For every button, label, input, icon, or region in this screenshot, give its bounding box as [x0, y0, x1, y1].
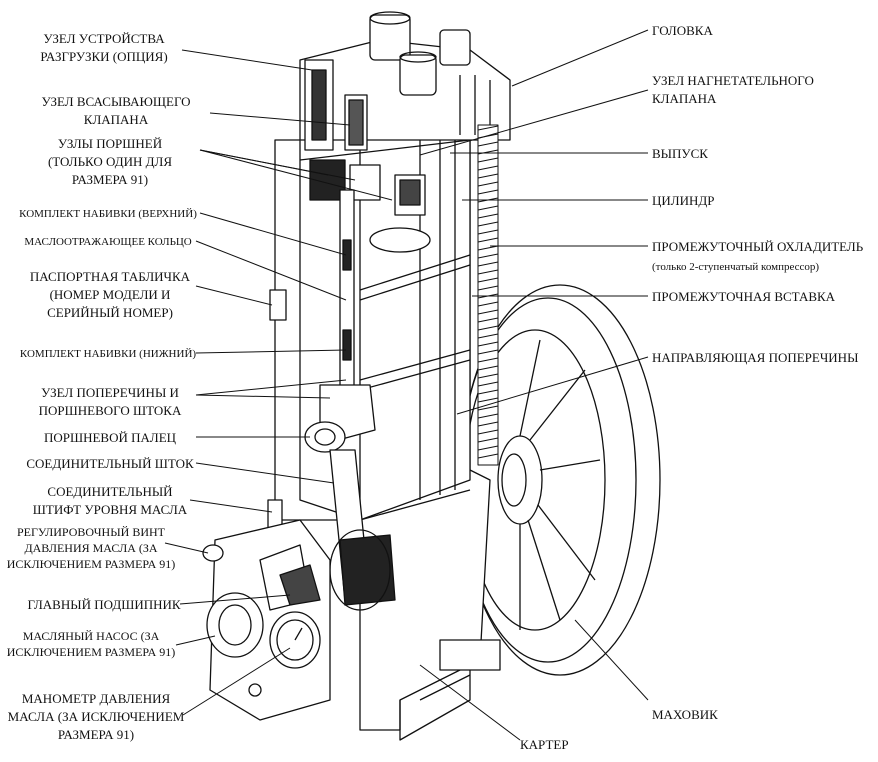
label-main-bearing: ГЛАВНЫЙ ПОДШИПНИК — [27, 597, 181, 612]
label-cylinder: ЦИЛИНДР — [652, 193, 715, 208]
label-pistons: УЗЛЫ ПОРШНЕЙ (ТОЛЬКО ОДИН ДЛЯ РАЗМЕРА 91… — [47, 136, 173, 187]
label-outlet: ВЫПУСК — [652, 146, 708, 161]
oil-pump-drawing — [202, 519, 331, 721]
label-crankcase: КАРТЕР — [520, 737, 569, 752]
label-suction-valve: УЗЕЛ ВСАСЫВАЮЩЕГО КЛАПАНА — [41, 94, 191, 127]
label-oil-gauge: МАНОМЕТР ДАВЛЕНИЯ МАСЛА (ЗА ИСКЛЮЧЕНИЕМ … — [7, 691, 185, 742]
label-intercooler-note: (только 2-ступенчатый компрессор) — [652, 261, 820, 273]
label-connecting-rod: СОЕДИНИТЕЛЬНЫЙ ШТОК — [26, 456, 194, 471]
label-unloader: УЗЕЛ УСТРОЙСТВА РАЗГРУЗКИ (ОПЦИЯ) — [40, 31, 168, 64]
flywheel-drawing — [459, 284, 661, 676]
cutaway-internals-drawing — [267, 59, 431, 611]
intercooler-drawing — [477, 124, 499, 466]
label-crosshead-guide: НАПРАВЛЯЮЩАЯ ПОПЕРЕЧИНЫ — [652, 350, 859, 365]
label-adjust-screw: РЕГУЛИРОВОЧНЫЙ ВИНТ ДАВЛЕНИЯ МАСЛА (ЗА И… — [6, 525, 176, 571]
label-distance-piece: ПРОМЕЖУТОЧНАЯ ВСТАВКА — [652, 289, 836, 304]
label-piston-pin: ПОРШНЕВОЙ ПАЛЕЦ — [43, 430, 177, 445]
label-head: ГОЛОВКА — [652, 23, 713, 38]
label-crosshead: УЗЕЛ ПОПЕРЕЧИНЫ И ПОРШНЕВОГО ШТОКА — [38, 385, 182, 418]
label-nameplate: ПАСПОРТНАЯ ТАБЛИЧКА (НОМЕР МОДЕЛИ И СЕРИ… — [29, 269, 191, 320]
label-oil-ring: МАСЛООТРАЖАЮЩЕЕ КОЛЬЦО — [24, 236, 192, 248]
label-intercooler: ПРОМЕЖУТОЧНЫЙ ОХЛАДИТЕЛЬ — [652, 239, 864, 254]
label-oil-pump: МАСЛЯНЫЙ НАСОС (ЗА ИСКЛЮЧЕНИЕМ РАЗМЕРА 9… — [6, 629, 176, 659]
label-packing-lower: КОМПЛЕКТ НАБИВКИ (НИЖНИЙ) — [19, 348, 197, 360]
leader-lines — [164, 29, 649, 741]
nameplate-drawing — [269, 289, 287, 321]
label-flywheel: МАХОВИК — [652, 707, 718, 722]
label-discharge-valve: УЗЕЛ НАГНЕТАТЕЛЬНОГО КЛАПАНА — [652, 73, 814, 106]
label-dipstick: СОЕДИНИТЕЛЬНЫЙ ШТИФТ УРОВНЯ МАСЛА — [32, 484, 188, 517]
label-packing-upper: КОМПЛЕКТ НАБИВКИ (ВЕРХНИЙ) — [19, 208, 197, 220]
